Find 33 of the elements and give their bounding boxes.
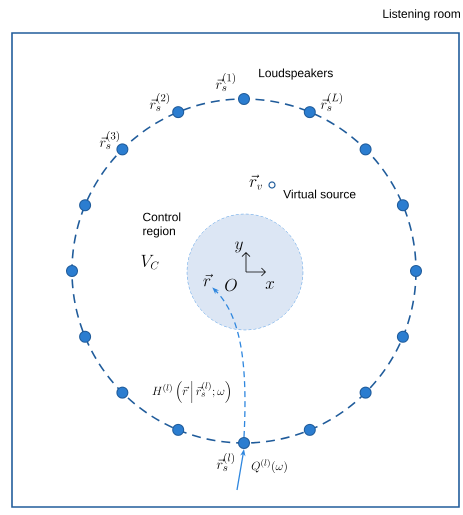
axis-label: $y$: [235, 241, 243, 253]
speaker-position-label: $\vec{r}_s^{(l)}$: [216, 453, 234, 472]
loudspeaker: [304, 424, 316, 436]
node-label: Virtual source: [283, 190, 356, 198]
loudspeaker: [360, 143, 372, 156]
loudspeaker: [360, 386, 372, 399]
node-label: Listening room: [383, 9, 460, 20]
loudspeaker: [79, 199, 92, 212]
node-label: $\vec{r}_v$: [250, 174, 262, 190]
loudspeaker: [304, 106, 316, 118]
loudspeaker: [79, 330, 92, 343]
node-label: Control region: [143, 212, 180, 238]
loudspeaker: [396, 330, 409, 343]
loudspeaker: [238, 93, 250, 105]
speaker-position-label: $\vec{r}_s^{(L)}$: [320, 93, 342, 112]
edge-label: $Q^{(l)}(\omega)$: [250, 458, 289, 474]
speaker-position-label: $\vec{r}_s^{(3)}$: [100, 131, 119, 150]
position-vector: $\vec{r}$: [203, 274, 213, 286]
origin-label: $O$: [225, 278, 237, 292]
loudspeaker: [66, 265, 78, 277]
speaker-position-label: $\vec{r}_s^{(1)}$: [216, 73, 235, 92]
loudspeakers-label: Loudspeakers: [259, 68, 333, 80]
loudspeaker: [238, 437, 250, 449]
speaker-position-label: $\vec{r}_s^{(2)}$: [150, 93, 169, 112]
loudspeaker: [172, 424, 184, 436]
loudspeaker: [396, 199, 409, 212]
axis-label: $x$: [266, 281, 274, 289]
loudspeaker: [172, 106, 184, 118]
edge-label: $H^{(l)}\left(\vec{r}\,\middle|\,\vec{r}_s^{(l)};\omega\right)$: [150, 380, 234, 404]
loudspeaker: [410, 265, 422, 277]
region-symbol: $V_C$: [141, 254, 159, 270]
loudspeaker: [116, 386, 128, 399]
virtual-source: $\vec{r}_v$ Virtual source: [250, 174, 356, 198]
